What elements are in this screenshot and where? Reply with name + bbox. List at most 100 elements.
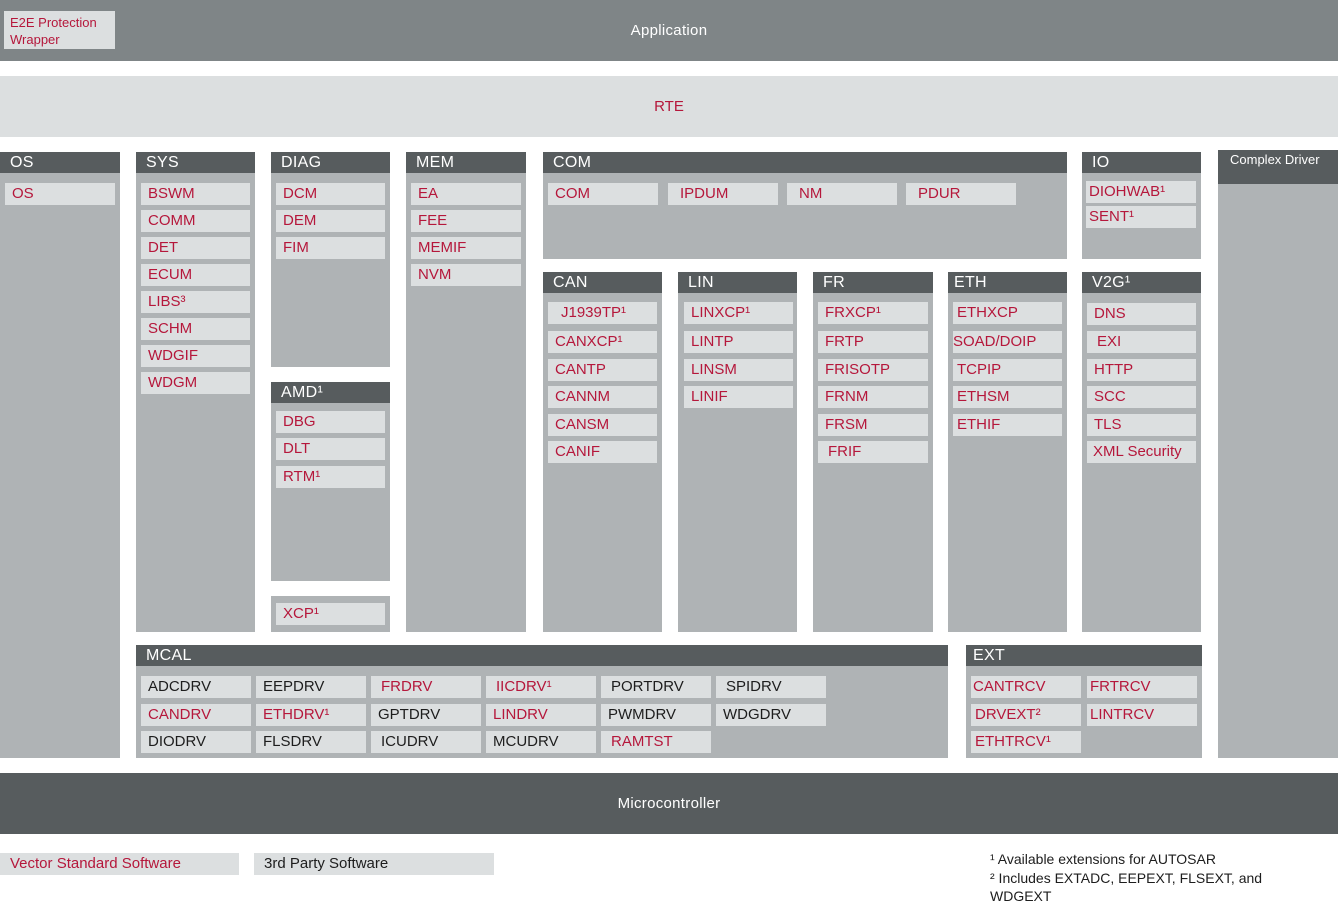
module-portdrv[interactable]: PORTDRV — [601, 676, 711, 698]
diag-header: DIAG — [271, 152, 390, 173]
module-ethxcp[interactable]: ETHXCP — [953, 302, 1062, 324]
module-libs[interactable]: LIBS³ — [141, 291, 250, 313]
module-sent[interactable]: SENT¹ — [1086, 206, 1196, 228]
module-dbg[interactable]: DBG — [276, 411, 385, 433]
can-header: CAN — [543, 272, 662, 293]
os-panel — [0, 152, 120, 758]
io-header: IO — [1082, 152, 1201, 173]
module-canxcp[interactable]: CANXCP¹ — [548, 331, 657, 353]
complex-driver-header: Complex Driver — [1218, 150, 1338, 184]
microcontroller-layer: Microcontroller — [0, 773, 1338, 834]
os-header: OS — [0, 152, 120, 173]
module-det[interactable]: DET — [141, 237, 250, 259]
module-ramtst[interactable]: RAMTST — [601, 731, 711, 753]
ext-header: EXT — [966, 645, 1202, 666]
legend-vector-standard: Vector Standard Software — [0, 853, 239, 875]
legend-third-party: 3rd Party Software — [254, 853, 494, 875]
module-exi[interactable]: EXI — [1087, 331, 1196, 353]
module-scc[interactable]: SCC — [1087, 386, 1196, 408]
module-pwmdrv[interactable]: PWMDRV — [601, 704, 711, 726]
module-ethtrcv[interactable]: ETHTRCV¹ — [971, 731, 1081, 753]
module-dcm[interactable]: DCM — [276, 183, 385, 205]
module-nvm[interactable]: NVM — [411, 264, 521, 286]
module-schm[interactable]: SCHM — [141, 318, 250, 340]
module-icudrv[interactable]: ICUDRV — [371, 731, 481, 753]
module-frif[interactable]: FRIF — [818, 441, 928, 463]
fr-header: FR — [813, 272, 933, 293]
module-ipdum[interactable]: IPDUM — [668, 183, 778, 205]
module-ecum[interactable]: ECUM — [141, 264, 250, 286]
module-dlt[interactable]: DLT — [276, 438, 385, 460]
module-ethif[interactable]: ETHIF — [953, 414, 1062, 436]
module-frxcp[interactable]: FRXCP¹ — [818, 302, 928, 324]
module-mcudrv[interactable]: MCUDRV — [486, 731, 596, 753]
module-canif[interactable]: CANIF — [548, 441, 657, 463]
application-label: Application — [630, 22, 708, 39]
module-frnm[interactable]: FRNM — [818, 386, 928, 408]
module-eepdrv[interactable]: EEPDRV — [256, 676, 366, 698]
eth-panel — [948, 272, 1067, 632]
module-fim[interactable]: FIM — [276, 237, 385, 259]
module-dns[interactable]: DNS — [1087, 303, 1196, 325]
module-j1939tp[interactable]: J1939TP¹ — [548, 302, 657, 324]
module-lindrv[interactable]: LINDRV — [486, 704, 596, 726]
module-spidrv[interactable]: SPIDRV — [716, 676, 826, 698]
module-ea[interactable]: EA — [411, 183, 521, 205]
e2e-protection-wrapper[interactable]: E2E Protection Wrapper — [4, 11, 115, 49]
module-lintp[interactable]: LINTP — [684, 331, 793, 353]
module-flsdrv[interactable]: FLSDRV — [256, 731, 366, 753]
module-wdgm[interactable]: WDGM — [141, 372, 250, 394]
module-pdur[interactable]: PDUR — [906, 183, 1016, 205]
module-tls[interactable]: TLS — [1087, 414, 1196, 436]
sys-header: SYS — [136, 152, 255, 173]
module-soad-doip[interactable]: SOAD/DOIP — [953, 331, 1062, 353]
module-frdrv[interactable]: FRDRV — [371, 676, 481, 698]
module-memif[interactable]: MEMIF — [411, 237, 521, 259]
module-adcdrv[interactable]: ADCDRV — [141, 676, 251, 698]
module-cantrcv[interactable]: CANTRCV — [971, 676, 1081, 698]
eth-header: ETH — [948, 272, 1067, 293]
module-frtrcv[interactable]: FRTRCV — [1087, 676, 1197, 698]
footnote-1: ¹ Available extensions for AUTOSAR — [990, 851, 1216, 867]
module-wdgdrv[interactable]: WDGDRV — [716, 704, 826, 726]
lin-header: LIN — [678, 272, 797, 293]
mem-panel — [406, 152, 526, 632]
complex-driver-panel — [1218, 150, 1338, 758]
module-wdgif[interactable]: WDGIF — [141, 345, 250, 367]
module-cansm[interactable]: CANSM — [548, 414, 657, 436]
module-xml-security[interactable]: XML Security — [1087, 441, 1196, 463]
module-frsm[interactable]: FRSM — [818, 414, 928, 436]
module-frtp[interactable]: FRTP — [818, 331, 928, 353]
module-nm[interactable]: NM — [787, 183, 897, 205]
module-com[interactable]: COM — [548, 183, 658, 205]
module-linxcp[interactable]: LINXCP¹ — [684, 302, 793, 324]
module-http[interactable]: HTTP — [1087, 359, 1196, 381]
module-linsm[interactable]: LINSM — [684, 359, 793, 381]
module-lintrcv[interactable]: LINTRCV — [1087, 704, 1197, 726]
module-rtm[interactable]: RTM¹ — [276, 466, 385, 488]
module-iicdrv[interactable]: IICDRV¹ — [486, 676, 596, 698]
module-comm[interactable]: COMM — [141, 210, 250, 232]
module-os[interactable]: OS — [5, 183, 115, 205]
mem-header: MEM — [406, 152, 526, 173]
rte-label: RTE — [654, 98, 684, 115]
module-xcp[interactable]: XCP¹ — [276, 603, 385, 625]
module-cannm[interactable]: CANNM — [548, 386, 657, 408]
module-fee[interactable]: FEE — [411, 210, 521, 232]
module-cantp[interactable]: CANTP — [548, 359, 657, 381]
module-candrv[interactable]: CANDRV — [141, 704, 251, 726]
module-linif[interactable]: LINIF — [684, 386, 793, 408]
module-ethdrv[interactable]: ETHDRV¹ — [256, 704, 366, 726]
lin-panel — [678, 272, 797, 632]
module-diodrv[interactable]: DIODRV — [141, 731, 251, 753]
module-tcpip[interactable]: TCPIP — [953, 359, 1062, 381]
module-drvext[interactable]: DRVEXT² — [971, 704, 1081, 726]
module-frisotp[interactable]: FRISOTP — [818, 359, 928, 381]
application-layer: Application — [0, 0, 1338, 61]
module-gptdrv[interactable]: GPTDRV — [371, 704, 481, 726]
com-header: COM — [543, 152, 1067, 173]
module-ethsm[interactable]: ETHSM — [953, 386, 1062, 408]
module-diohwab[interactable]: DIOHWAB¹ — [1086, 181, 1196, 203]
module-bswm[interactable]: BSWM — [141, 183, 250, 205]
module-dem[interactable]: DEM — [276, 210, 385, 232]
